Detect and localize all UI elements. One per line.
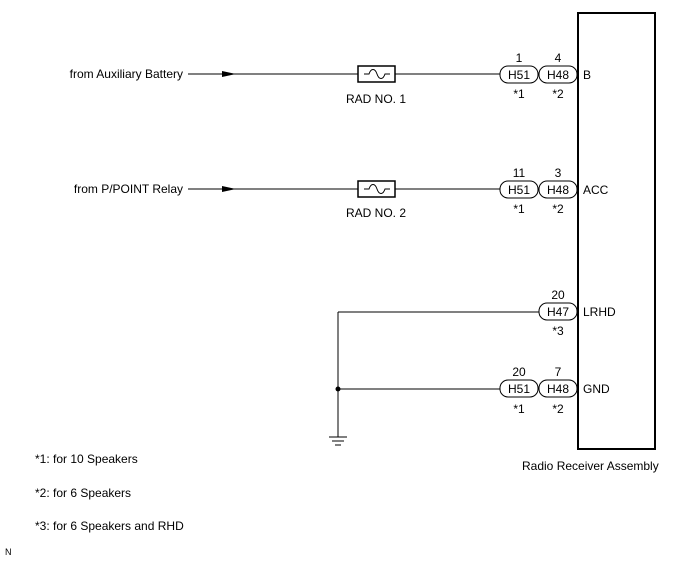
connector-h51-label: H51 [508, 68, 530, 82]
note-ref: *2 [552, 202, 564, 216]
circuit-b: from Auxiliary Battery RAD NO. 1 H51 H48… [70, 51, 591, 106]
connector-h51 [499, 180, 539, 199]
note-ref: *1 [513, 402, 525, 416]
radio-receiver-label: Radio Receiver Assembly [522, 459, 659, 473]
connector-h48-label: H48 [547, 183, 569, 197]
connector-h48-label: H48 [547, 382, 569, 396]
connector-h48-label: H48 [547, 68, 569, 82]
pin-number: 20 [512, 365, 526, 379]
circuit-lrhd: H47 20 *3 LRHD [337, 288, 616, 437]
footnote-1: *1: for 10 Speakers [35, 452, 138, 466]
pin-number: 11 [513, 166, 526, 180]
circuit-acc: from P/POINT Relay RAD NO. 2 H51 H48 11 … [74, 166, 609, 220]
note-ref: *3 [552, 324, 564, 338]
note-ref: *2 [552, 87, 564, 101]
arrow-icon [222, 71, 236, 77]
connector-h48 [538, 379, 578, 398]
source-ppoint-relay: from P/POINT Relay [74, 182, 183, 196]
note-ref: *1 [513, 202, 525, 216]
fuse-icon [364, 184, 390, 194]
junction-dot [335, 386, 341, 392]
connector-h51-label: H51 [508, 382, 530, 396]
connector-h48 [538, 180, 578, 199]
pin-number: 3 [555, 166, 562, 180]
connector-h48 [538, 65, 578, 84]
connector-h51-label: H51 [508, 183, 530, 197]
corner-mark: N [5, 547, 12, 557]
circuit-gnd: H51 H48 20 7 *1 *2 GND [329, 365, 610, 446]
ground-icon [329, 436, 347, 446]
footnote-3: *3: for 6 Speakers and RHD [35, 519, 184, 533]
fuse-rad-no2-label: RAD NO. 2 [346, 206, 406, 220]
source-aux-battery: from Auxiliary Battery [70, 67, 183, 81]
footnote-2: *2: for 6 Speakers [35, 486, 131, 500]
connector-h47 [538, 302, 578, 321]
pin-number: 4 [555, 51, 562, 65]
pin-number: 20 [551, 288, 565, 302]
note-ref: *1 [513, 87, 525, 101]
terminal-gnd: GND [583, 382, 610, 396]
connector-h51 [499, 65, 539, 84]
fuse-rad-no1-label: RAD NO. 1 [346, 92, 406, 106]
connector-h47-label: H47 [547, 305, 569, 319]
pin-number: 1 [516, 51, 523, 65]
terminal-acc: ACC [583, 183, 609, 197]
connector-h51 [499, 379, 539, 398]
radio-receiver-box [577, 12, 656, 450]
arrow-icon [222, 186, 236, 192]
fuse-icon [364, 69, 390, 79]
terminal-b: B [583, 68, 591, 82]
note-ref: *2 [552, 402, 564, 416]
pin-number: 7 [555, 365, 562, 379]
terminal-lrhd: LRHD [583, 305, 616, 319]
